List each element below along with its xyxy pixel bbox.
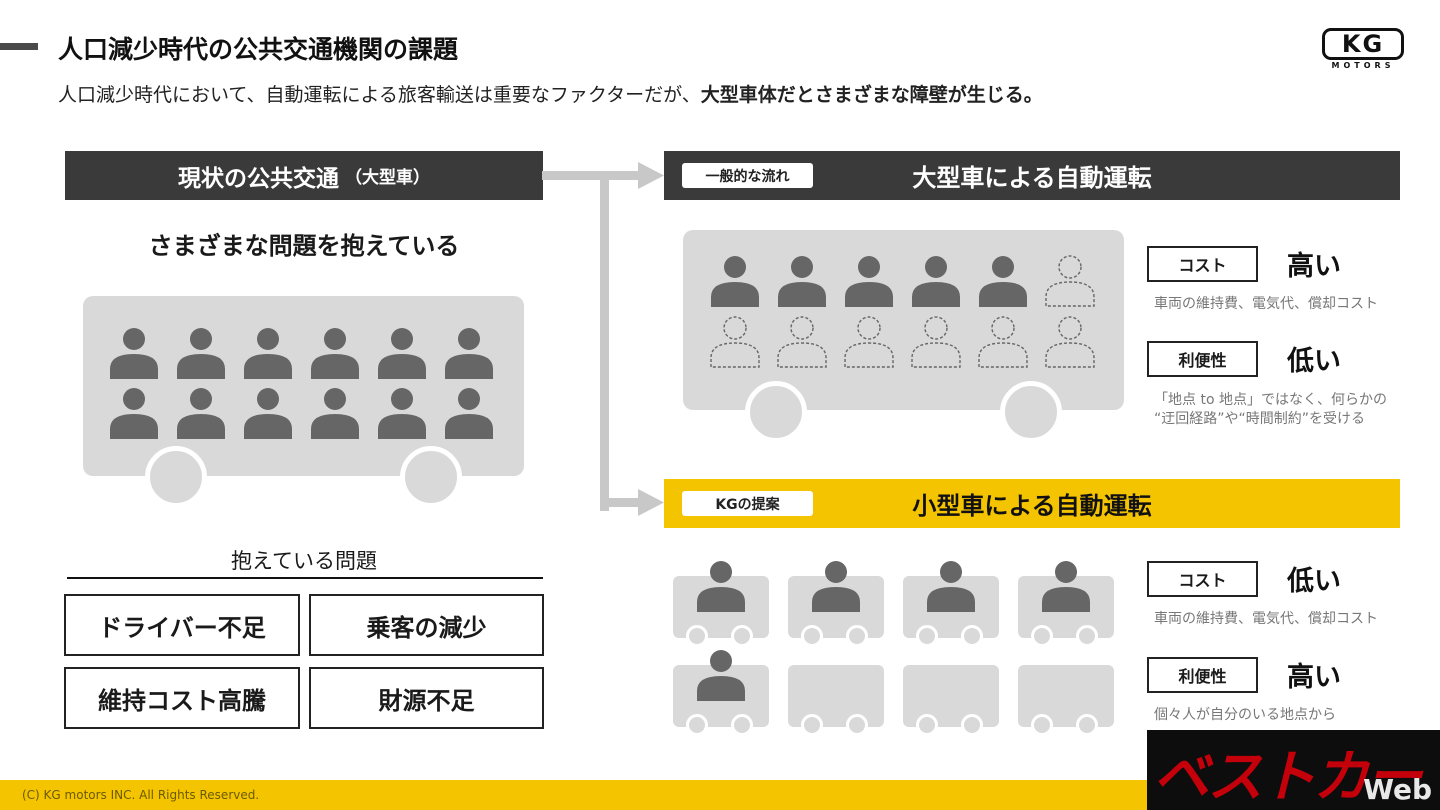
small-vehicle-wheel-icon xyxy=(686,714,708,736)
copyright-text: (C) KG motors INC. All Rights Reserved. xyxy=(22,788,260,802)
small-vehicle-wheel-icon xyxy=(1031,625,1053,647)
subtitle-bold: 大型車体だとさまざまな障壁が生じる。 xyxy=(700,84,1043,106)
cost-label-top: コスト xyxy=(1147,246,1258,282)
cost-note-bottom: 車両の維持費、電気代、償却コスト xyxy=(1154,611,1378,627)
watermark-sub: Web xyxy=(1363,773,1432,806)
logo-sub: MOTORS xyxy=(1331,61,1395,70)
person-icon xyxy=(310,327,360,379)
bus-wheel-icon xyxy=(145,446,207,508)
problem-passenger-decline: 乗客の減少 xyxy=(309,594,544,656)
person-icon xyxy=(243,327,293,379)
person-icon xyxy=(710,255,760,307)
convenience-label-top: 利便性 xyxy=(1147,341,1258,377)
small-vehicle-wheel-icon xyxy=(731,625,753,647)
problems-divider xyxy=(67,577,543,579)
person-icon xyxy=(444,327,494,379)
person-icon xyxy=(176,387,226,439)
person-icon xyxy=(176,327,226,379)
person-icon xyxy=(377,327,427,379)
small-vehicle-wheel-icon xyxy=(846,625,868,647)
small-vehicle-wheel-icon xyxy=(731,714,753,736)
small-vehicle-wheel-icon xyxy=(801,625,823,647)
empty-seat-icon xyxy=(710,316,760,368)
left-subtitle: さまざまな問題を抱えている xyxy=(148,232,460,260)
large-bus-full-icon xyxy=(83,296,524,476)
current-transport-header: 現状の公共交通 （大型車） xyxy=(65,151,543,200)
person-icon xyxy=(243,387,293,439)
page-subtitle: 人口減少時代において、自動運転による旅客輸送は重要なファクターだが、大型車体だと… xyxy=(58,80,1043,107)
person-icon xyxy=(926,560,976,612)
person-icon xyxy=(911,255,961,307)
convenience-note-top: 「地点 to 地点」ではなく、何らかの “迂回経路”や“時間制約”を受ける xyxy=(1154,391,1387,429)
general-flow-tag: 一般的な流れ xyxy=(682,163,813,188)
branch-arrow-icon xyxy=(542,162,664,516)
person-icon xyxy=(844,255,894,307)
watermark-text: ベストカー xyxy=(1153,745,1422,810)
small-vehicle-wheel-icon xyxy=(801,714,823,736)
convenience-note-top-line2: “迂回経路”や“時間制約”を受ける xyxy=(1154,411,1366,427)
small-vehicle-wheel-icon xyxy=(1076,625,1098,647)
empty-seat-icon xyxy=(1045,316,1095,368)
person-icon xyxy=(109,327,159,379)
small-vehicle-title: 小型車による自動運転 xyxy=(912,492,1152,520)
kg-proposal-tag: KGの提案 xyxy=(682,491,813,516)
current-transport-title: 現状の公共交通 xyxy=(178,165,339,192)
convenience-label-bottom: 利便性 xyxy=(1147,657,1258,693)
cost-label-bottom: コスト xyxy=(1147,561,1258,597)
small-vehicle-wheel-icon xyxy=(1031,714,1053,736)
convenience-value-top: 低い xyxy=(1287,346,1341,377)
empty-seat-icon xyxy=(777,316,827,368)
page-title: 人口減少時代の公共交通機関の課題 xyxy=(58,35,459,64)
person-icon xyxy=(109,387,159,439)
person-icon xyxy=(696,560,746,612)
empty-seat-icon xyxy=(978,316,1028,368)
small-vehicle-wheel-icon xyxy=(686,625,708,647)
problem-maintenance-cost: 維持コスト高騰 xyxy=(64,667,300,729)
large-bus-sparse-icon xyxy=(683,230,1124,410)
convenience-note-bottom: 個々人が自分のいる地点から xyxy=(1154,707,1336,723)
small-vehicle-wheel-icon xyxy=(916,625,938,647)
cost-value-bottom: 低い xyxy=(1287,566,1341,597)
person-icon xyxy=(811,560,861,612)
current-transport-title-small: （大型車） xyxy=(345,168,430,188)
bus-wheel-icon xyxy=(400,446,462,508)
person-icon xyxy=(978,255,1028,307)
empty-seat-icon xyxy=(844,316,894,368)
small-vehicle-wheel-icon xyxy=(1076,714,1098,736)
small-vehicle-wheel-icon xyxy=(846,714,868,736)
convenience-note-top-line1: 「地点 to 地点」ではなく、何らかの xyxy=(1154,392,1387,408)
empty-seat-icon xyxy=(1045,255,1095,307)
cost-note-top: 車両の維持費、電気代、償却コスト xyxy=(1154,296,1378,312)
convenience-value-bottom: 高い xyxy=(1287,662,1341,693)
small-vehicle-wheel-icon xyxy=(916,714,938,736)
problems-title: 抱えている問題 xyxy=(231,549,377,573)
person-icon xyxy=(444,387,494,439)
large-vehicle-title: 大型車による自動運転 xyxy=(912,164,1152,192)
person-icon xyxy=(310,387,360,439)
problem-funding-shortage: 財源不足 xyxy=(309,667,544,729)
empty-seat-icon xyxy=(911,316,961,368)
title-accent-bar xyxy=(0,43,38,50)
subtitle-plain: 人口減少時代において、自動運転による旅客輸送は重要なファクターだが、 xyxy=(58,84,701,106)
person-icon xyxy=(696,649,746,701)
bestcar-web-watermark: ベストカー Web xyxy=(1147,730,1440,810)
kg-motors-logo: KG MOTORS xyxy=(1322,28,1404,72)
bus-wheel-icon xyxy=(1000,381,1062,443)
small-vehicle-wheel-icon xyxy=(961,625,983,647)
person-icon xyxy=(377,387,427,439)
problem-driver-shortage: ドライバー不足 xyxy=(64,594,300,656)
small-vehicle-wheel-icon xyxy=(961,714,983,736)
bus-wheel-icon xyxy=(745,381,807,443)
cost-value-top: 高い xyxy=(1287,251,1341,282)
person-icon xyxy=(777,255,827,307)
large-vehicle-header: 大型車による自動運転 xyxy=(664,151,1400,200)
person-icon xyxy=(1041,560,1091,612)
logo-mark: KG xyxy=(1322,28,1404,60)
